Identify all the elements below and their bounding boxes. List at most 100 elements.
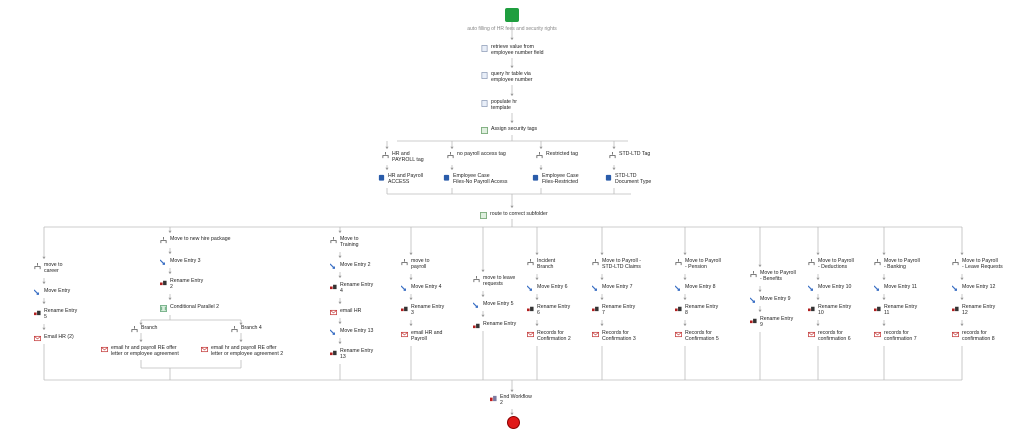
branch-col-8[interactable]: Move to Payroll - Pension — [675, 258, 721, 270]
arrow-head — [42, 256, 46, 259]
col7-step-2-label: Rename Entry 7 — [602, 304, 636, 316]
col8-step-1[interactable]: Move Entry 8 — [675, 284, 716, 292]
tag-branch-1[interactable]: HR and PAYROLL tag — [382, 151, 424, 163]
branch-col-12[interactable]: Move to Payroll - Leave Requests — [952, 258, 1003, 270]
col2-step-1[interactable]: Move Entry 3 — [160, 258, 201, 266]
col9-step-1[interactable]: Move Entry 9 — [750, 296, 791, 304]
col10-step-2[interactable]: Rename Entry 10 — [808, 304, 851, 316]
col12-step-3[interactable]: records for confirmation 8 — [952, 330, 995, 342]
arrow-head — [42, 301, 46, 304]
step-assign-label: Assign security tags — [491, 126, 538, 132]
parallel-branch-1[interactable]: Branch — [131, 325, 157, 333]
tag-action-4[interactable]: STD-LTD Document Type — [605, 173, 651, 185]
arrow-head — [960, 277, 964, 280]
branch-col-1[interactable]: move to career — [34, 262, 62, 274]
col7-step-3[interactable]: Records for Confirmation 3 — [592, 330, 636, 342]
route-step[interactable]: route to correct subfolder — [480, 211, 548, 219]
col4-step-1[interactable]: Move Entry 4 — [401, 284, 442, 292]
col1-step-3[interactable]: Email HR (2) — [34, 334, 74, 342]
branch-col-10[interactable]: Move to Payroll - Deductions — [808, 258, 854, 270]
branch-col-4[interactable]: move to payroll — [401, 258, 429, 270]
col6-step-2[interactable]: Rename Entry 6 — [527, 304, 570, 316]
branch-col-3[interactable]: Move to Training — [330, 236, 359, 248]
workflow-title: auto filling of HR fees and security rig… — [467, 26, 557, 32]
col12-step-1[interactable]: Move Entry 12 — [952, 284, 995, 292]
step-retrieve[interactable]: retrieve value from employee number fiel… — [481, 44, 543, 56]
branch-icon — [401, 259, 408, 266]
tag-action-2[interactable]: Employee Case Files-No Payroll Access — [443, 173, 507, 185]
email-icon — [34, 335, 41, 342]
branch-col-6[interactable]: Incident Branch — [527, 258, 555, 270]
col12-step-2[interactable]: Rename Entry 12 — [952, 304, 995, 316]
col2-step-3[interactable]: Conditional Parallel 2 — [160, 304, 219, 312]
tag-branch-4[interactable]: STD-LTD Tag — [609, 151, 650, 159]
col4-step-2[interactable]: Rename Entry 3 — [401, 304, 444, 316]
col7-step-3-label: Records for Confirmation 3 — [602, 330, 636, 342]
step-query[interactable]: query hr table via employee number — [481, 71, 533, 83]
tag-action-1[interactable]: HR and Payroll ACCESS — [378, 173, 423, 185]
tag-branch-3[interactable]: Restricted tag — [536, 151, 578, 159]
parallel-action-1[interactable]: email hr and payroll RE offer letter or … — [101, 345, 179, 357]
parallel-branch-2[interactable]: Branch 4 — [231, 325, 262, 333]
col6-step-1[interactable]: Move Entry 6 — [527, 284, 568, 292]
start-icon[interactable] — [505, 8, 519, 22]
col6-step-3-label: Records for Confirmation 2 — [537, 330, 571, 342]
col11-step-3[interactable]: records for confirmation 7 — [874, 330, 917, 342]
step-populate[interactable]: populate hr template — [481, 99, 517, 111]
branch-col-3-label: Move to Training — [340, 236, 359, 248]
col11-step-2-label: Rename Entry 11 — [884, 304, 918, 316]
arrow-head — [450, 146, 454, 149]
arrow-head — [481, 314, 485, 317]
col6-step-3[interactable]: Records for Confirmation 2 — [527, 330, 571, 342]
email-icon — [675, 331, 682, 338]
col7-step-1[interactable]: Move Entry 7 — [592, 284, 633, 292]
tag-icon — [481, 127, 488, 134]
col3-step-4[interactable]: Move Entry 13 — [330, 328, 373, 336]
col3-step-5[interactable]: Rename Entry 13 — [330, 348, 373, 360]
arrow-head — [600, 323, 604, 326]
arrow-head — [683, 277, 687, 280]
col10-step-1[interactable]: Move Entry 10 — [808, 284, 851, 292]
col11-step-2[interactable]: Rename Entry 11 — [874, 304, 917, 316]
arrow-head — [168, 251, 172, 254]
col3-step-1[interactable]: Move Entry 2 — [330, 262, 371, 270]
end-icon[interactable] — [507, 416, 520, 429]
col2-step-2[interactable]: Rename Entry 2 — [160, 278, 203, 290]
arrow-head — [600, 277, 604, 280]
branch-col-12-label: Move to Payroll - Leave Requests — [962, 258, 1003, 270]
col3-step-2[interactable]: Rename Entry 4 — [330, 282, 373, 294]
end-workflow[interactable]: End Workflow 2 — [490, 394, 532, 406]
col5-step-2[interactable]: Rename Entry — [473, 321, 516, 329]
col1-step-1[interactable]: Move Entry — [34, 288, 70, 296]
branch-col-11[interactable]: Move to Payroll - Banking — [874, 258, 920, 270]
move-entry-icon — [527, 285, 534, 292]
tag-branch-2[interactable]: no payroll access tag — [447, 151, 506, 159]
col8-step-2[interactable]: Rename Entry 8 — [675, 304, 718, 316]
branch-col-7[interactable]: Move to Payroll - STD-LTD Claims — [592, 258, 641, 270]
parallel-action-2[interactable]: email hr and payroll RE offer letter or … — [201, 345, 283, 357]
col10-step-3[interactable]: records for confirmation 6 — [808, 330, 851, 342]
branch-col-2[interactable]: Move to new hire package — [160, 236, 231, 244]
col11-step-1[interactable]: Move Entry 11 — [874, 284, 917, 292]
col7-step-2[interactable]: Rename Entry 7 — [592, 304, 635, 316]
branch-col-9[interactable]: Move to Payroll - Benefits — [750, 270, 796, 282]
arrow-head — [42, 327, 46, 330]
arrow-head — [960, 297, 964, 300]
col9-step-2[interactable]: Rename Entry 9 — [750, 316, 793, 328]
col3-step-3[interactable]: email HR — [330, 308, 361, 316]
branch-col-5[interactable]: move to leave requests — [473, 275, 515, 287]
col10-step-3-label: records for confirmation 6 — [818, 330, 851, 342]
col7-step-1-label: Move Entry 7 — [602, 284, 633, 290]
col5-step-1[interactable]: Move Entry 5 — [473, 301, 514, 309]
col8-step-3[interactable]: Records for Confirmation 5 — [675, 330, 719, 342]
step-assign[interactable]: Assign security tags — [481, 126, 537, 134]
branch-col-6-label: Incident Branch — [537, 258, 556, 270]
rename-entry-icon — [160, 279, 167, 286]
parallel-action-2-label: email hr and payroll RE offer letter or … — [211, 345, 284, 357]
col1-step-2[interactable]: Rename Entry 5 — [34, 308, 77, 320]
parallel-action-1-label: email hr and payroll RE offer letter or … — [111, 345, 179, 357]
tag-action-3[interactable]: Employee Case Files-Restricted — [532, 173, 579, 185]
step-retrieve-label: retrieve value from employee number fiel… — [491, 44, 544, 56]
col4-step-3[interactable]: email HR and Payroll — [401, 330, 442, 342]
